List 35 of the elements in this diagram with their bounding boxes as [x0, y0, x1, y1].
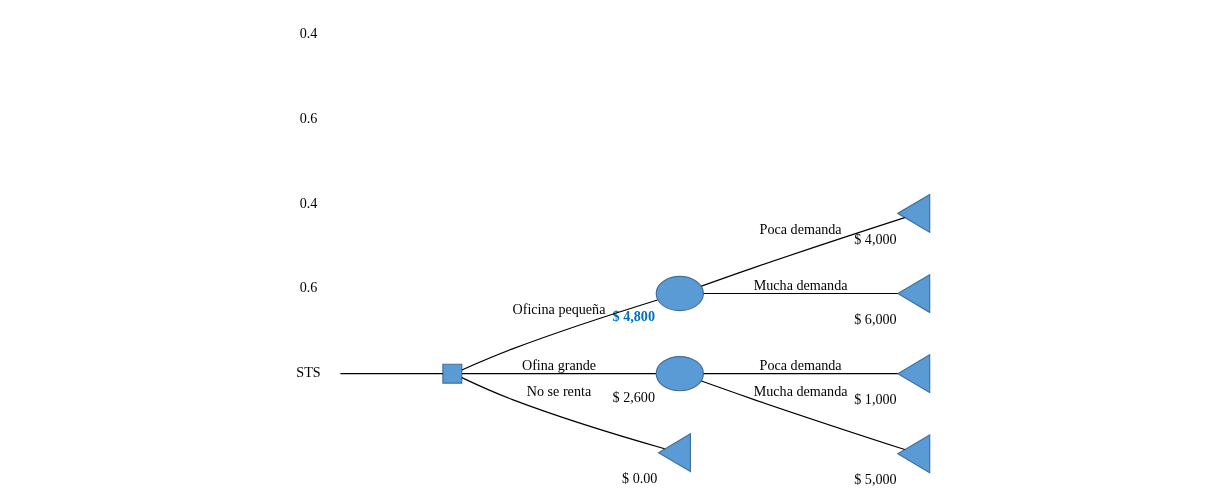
connector: [702, 292, 898, 295]
label: 0.6: [299, 109, 317, 126]
node-label: $ 5,000: [853, 470, 897, 487]
node-label: $ 6,000: [853, 310, 897, 327]
edge-label: Ofina grande: [521, 356, 596, 373]
edge-label: Poca demanda: [759, 356, 842, 373]
connector: [460, 377, 665, 450]
node-circle: [655, 275, 704, 312]
label: 0.4: [299, 24, 317, 41]
connector: [700, 217, 905, 287]
node-box: [441, 363, 462, 384]
label: 0.6: [299, 279, 317, 296]
node-triangle: [656, 432, 691, 473]
node-triangle: [896, 353, 930, 394]
node-label: $ 1,000: [853, 390, 897, 407]
node-label: $ 2,600: [612, 389, 655, 406]
node-label: $ 0.00: [621, 469, 657, 486]
node-circle: [655, 356, 704, 392]
edge-label: Oficina pequeña: [512, 301, 605, 318]
connector: [339, 373, 443, 375]
label: 0.4: [299, 194, 317, 211]
node-triangle: [896, 193, 930, 234]
edge-label: Poca demanda: [759, 221, 842, 238]
edge-label: No se renta: [526, 382, 591, 399]
connector: [700, 380, 905, 451]
node-text: STS: [295, 364, 321, 381]
node-label: $ 4,000: [853, 230, 897, 247]
node-triangle: [896, 273, 930, 314]
node-triangle: [896, 433, 930, 474]
edge-label: Mucha demanda: [753, 276, 847, 293]
edge-label: Mucha demanda: [753, 382, 847, 399]
connector: [460, 299, 658, 371]
connector: [460, 373, 657, 375]
node-label: $ 4,800: [612, 307, 655, 324]
connector: [702, 373, 898, 375]
